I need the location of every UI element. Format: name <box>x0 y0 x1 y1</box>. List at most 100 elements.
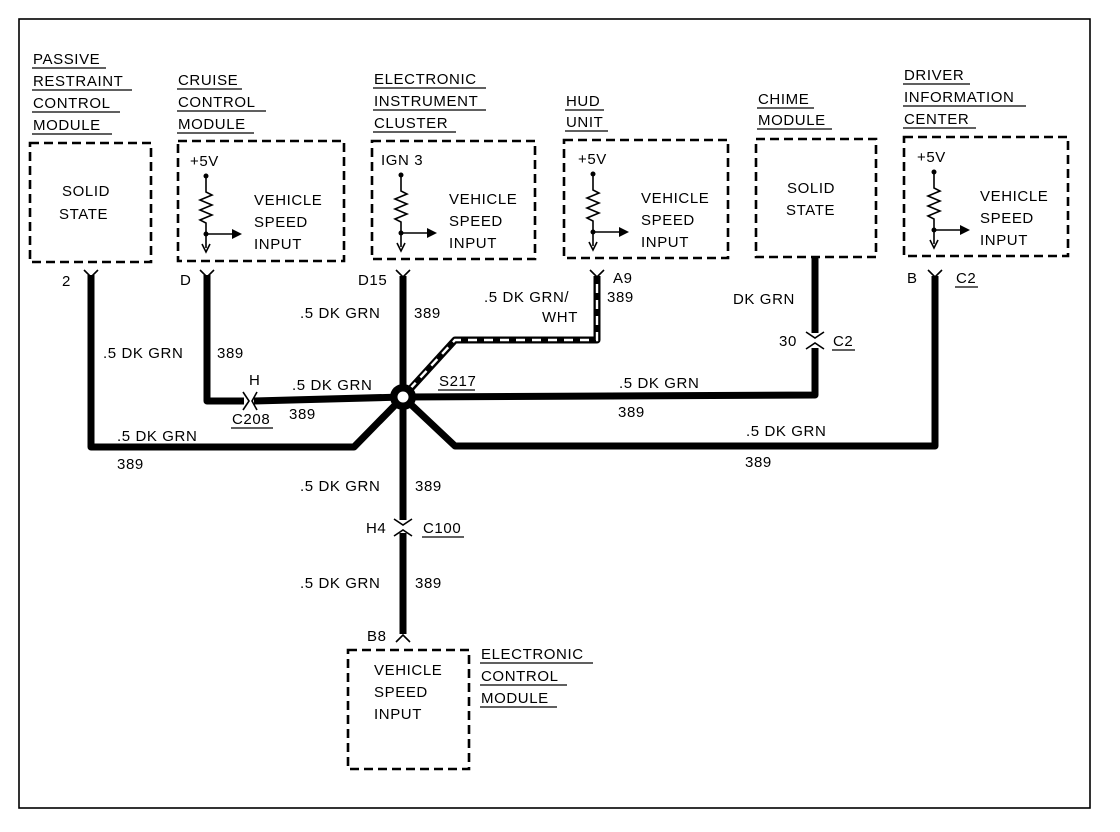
svg-text:MODULE: MODULE <box>758 112 826 129</box>
connector-c100-symbol <box>393 518 413 537</box>
pin-label-eic: D15 <box>358 272 387 289</box>
svg-text:SOLID: SOLID <box>787 180 835 197</box>
connector-c208-label: C208 <box>231 411 273 429</box>
terminal-ecm-pin-b8 <box>395 633 411 643</box>
wire-label-chime-color: .5 DK GRN <box>619 375 699 392</box>
pullup-circuit-eic <box>392 172 437 253</box>
wire-label-ecm-upper-circuit: 389 <box>415 478 442 495</box>
wire-label-dic-circuit: 389 <box>745 454 772 471</box>
wire-label-prcm-lower-color: .5 DK GRN <box>117 428 197 445</box>
pullup-circuit-ccm <box>197 173 242 254</box>
svg-text:ELECTRONIC: ELECTRONIC <box>374 71 477 88</box>
wire-label-ecm-upper-color: .5 DK GRN <box>300 478 380 495</box>
wire-label-hud-color-line1: .5 DK GRN/ <box>484 289 569 306</box>
wire-label-chime-upper-color: DK GRN <box>733 291 795 308</box>
connector-c208-pin: H <box>249 372 260 389</box>
svg-text:IGN 3: IGN 3 <box>381 152 423 169</box>
wire-label-ecm-lower-circuit: 389 <box>415 575 442 592</box>
title-hud-unit: HUD UNIT <box>565 93 608 132</box>
svg-text:VEHICLE: VEHICLE <box>641 190 709 207</box>
box-driver-info-center <box>902 135 1070 258</box>
wire-label-hud-color-line2: WHT <box>542 309 578 326</box>
svg-text:STATE: STATE <box>59 206 108 223</box>
svg-text:C100: C100 <box>423 520 461 537</box>
svg-text:RESTRAINT: RESTRAINT <box>33 73 123 90</box>
svg-text:VEHICLE: VEHICLE <box>980 188 1048 205</box>
splice-s217 <box>390 384 416 410</box>
title-electronic-control: ELECTRONIC CONTROL MODULE <box>480 646 593 708</box>
svg-text:MODULE: MODULE <box>178 116 246 133</box>
terminal-dic-pin-b <box>927 269 943 279</box>
svg-text:+5V: +5V <box>917 149 946 166</box>
terminal-ccm-pin-d <box>199 269 215 279</box>
svg-text:C208: C208 <box>232 411 270 428</box>
body-chime-module: SOLID STATE <box>786 180 835 219</box>
connector-c208-symbol <box>242 391 258 411</box>
svg-text:INPUT: INPUT <box>374 706 422 723</box>
wire-hud-stripe <box>407 284 599 392</box>
wire-label-prcm-color: .5 DK GRN <box>103 345 183 362</box>
terminal-eic-pin-d15 <box>395 269 411 279</box>
svg-text:SPEED: SPEED <box>449 213 503 230</box>
svg-text:HUD: HUD <box>566 93 600 110</box>
pin-label-hud: A9 <box>613 270 633 287</box>
svg-text:VEHICLE: VEHICLE <box>254 192 322 209</box>
svg-text:CONTROL: CONTROL <box>178 94 256 111</box>
wire-label-ccm-color: .5 DK GRN <box>292 377 372 394</box>
body-passive-restraint: SOLID STATE <box>59 183 110 223</box>
svg-text:ELECTRONIC: ELECTRONIC <box>481 646 584 663</box>
pin-label-ecm: B8 <box>367 628 387 645</box>
svg-text:SOLID: SOLID <box>62 183 110 200</box>
wire-label-eic-circuit: 389 <box>414 305 441 322</box>
wire-dic <box>400 276 939 450</box>
title-driver-info-center: DRIVER INFORMATION CENTER <box>903 67 1026 129</box>
title-chime-module: CHIME MODULE <box>757 91 832 130</box>
body-electronic-control: VEHICLE SPEED INPUT <box>374 662 442 723</box>
splice-s217-label: S217 <box>438 373 476 391</box>
connector-c2-chime-symbol <box>805 331 825 350</box>
title-passive-restraint: PASSIVE RESTRAINT CONTROL MODULE <box>32 51 132 135</box>
wire-label-hud-circuit: 389 <box>607 289 634 306</box>
pin-label-dic: B <box>907 270 918 287</box>
wire-label-ccm-lower-circuit: 389 <box>289 406 316 423</box>
svg-text:INPUT: INPUT <box>980 232 1028 249</box>
connector-c100-pin: H4 <box>366 520 386 537</box>
wire-label-ccm-circuit: 389 <box>217 345 244 362</box>
pullup-circuit-dic <box>925 169 970 250</box>
svg-text:+5V: +5V <box>190 153 219 170</box>
body-cruise-control: +5V VEHICLE SPEED INPUT <box>190 153 322 253</box>
connector-c100-label: C100 <box>422 520 464 538</box>
svg-text:CENTER: CENTER <box>904 111 969 128</box>
wire-chime-lower <box>402 348 819 401</box>
wire-label-dic-color: .5 DK GRN <box>746 423 826 440</box>
connector-c2-chime-pin: 30 <box>779 333 797 350</box>
wire-prcm <box>87 275 406 451</box>
diagram-frame <box>18 18 1091 809</box>
wire-label-prcm-lower-circuit: 389 <box>117 456 144 473</box>
svg-text:INPUT: INPUT <box>254 236 302 253</box>
svg-text:MODULE: MODULE <box>481 690 549 707</box>
body-hud-unit: +5V VEHICLE SPEED INPUT <box>578 151 709 251</box>
svg-text:CHIME: CHIME <box>758 91 809 108</box>
box-chime-module <box>754 137 878 259</box>
svg-text:CONTROL: CONTROL <box>33 95 111 112</box>
svg-text:SPEED: SPEED <box>980 210 1034 227</box>
svg-text:MODULE: MODULE <box>33 117 101 134</box>
svg-text:C2: C2 <box>956 270 976 287</box>
wire-harness <box>87 258 939 634</box>
connector-label-dic-c2: C2 <box>955 270 978 288</box>
pin-label-ccm: D <box>180 272 191 289</box>
svg-text:PASSIVE: PASSIVE <box>33 51 100 68</box>
svg-text:SPEED: SPEED <box>374 684 428 701</box>
terminal-prcm-pin-2 <box>83 269 99 279</box>
svg-text:INPUT: INPUT <box>641 234 689 251</box>
svg-text:VEHICLE: VEHICLE <box>449 191 517 208</box>
connector-c2-chime-label: C2 <box>832 333 855 351</box>
wire-label-chime-circuit: 389 <box>618 404 645 421</box>
wire-label-ecm-lower-color: .5 DK GRN <box>300 575 380 592</box>
svg-text:INPUT: INPUT <box>449 235 497 252</box>
wire-label-eic-color: .5 DK GRN <box>300 305 380 322</box>
title-instrument-cluster: ELECTRONIC INSTRUMENT CLUSTER <box>373 71 486 133</box>
svg-text:CONTROL: CONTROL <box>481 668 559 685</box>
